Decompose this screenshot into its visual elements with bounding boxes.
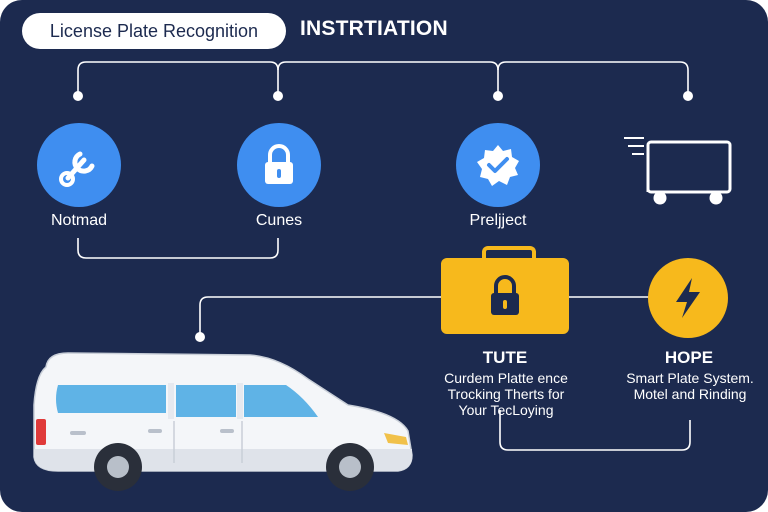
node-label: Preljject <box>469 212 527 229</box>
node-notmad <box>37 123 121 207</box>
briefcase-handle <box>482 246 536 266</box>
briefcase-lock-icon <box>441 258 569 334</box>
feature-description-line: Trocking Therts for <box>447 386 565 402</box>
feature-description-line: Motel and Rinding <box>633 386 747 402</box>
lock-icon <box>491 275 519 315</box>
node-label: Cunes <box>255 212 303 229</box>
wrench-icon <box>59 151 95 187</box>
feature-description-line: Your TecLoying <box>458 402 554 418</box>
title-pill: License Plate Recognition <box>22 13 286 49</box>
lightning-bolt-icon <box>676 278 700 318</box>
feature-title: TUTE <box>482 348 528 367</box>
feature-description: Smart Plate System. Motel and Rinding <box>605 370 768 402</box>
feature-title: HOPE <box>664 348 714 367</box>
node-preljject <box>456 123 540 207</box>
node-cunes <box>237 123 321 207</box>
lightning-node <box>648 258 728 338</box>
title-pill-label: License Plate Recognition <box>49 20 259 41</box>
feature-description-line: Smart Plate System. <box>626 370 754 386</box>
feature-description-line: Curdem Platte ence <box>444 370 568 386</box>
node-label: Notmad <box>50 212 108 229</box>
badge-check-icon <box>477 145 519 186</box>
page-title: INSTRTIATION <box>300 17 448 40</box>
lock-icon <box>265 144 293 184</box>
truck-outline-icon <box>624 137 732 205</box>
feature-description: Curdem Platte ence Trocking Therts for Y… <box>421 370 591 418</box>
van-icon <box>33 352 413 491</box>
